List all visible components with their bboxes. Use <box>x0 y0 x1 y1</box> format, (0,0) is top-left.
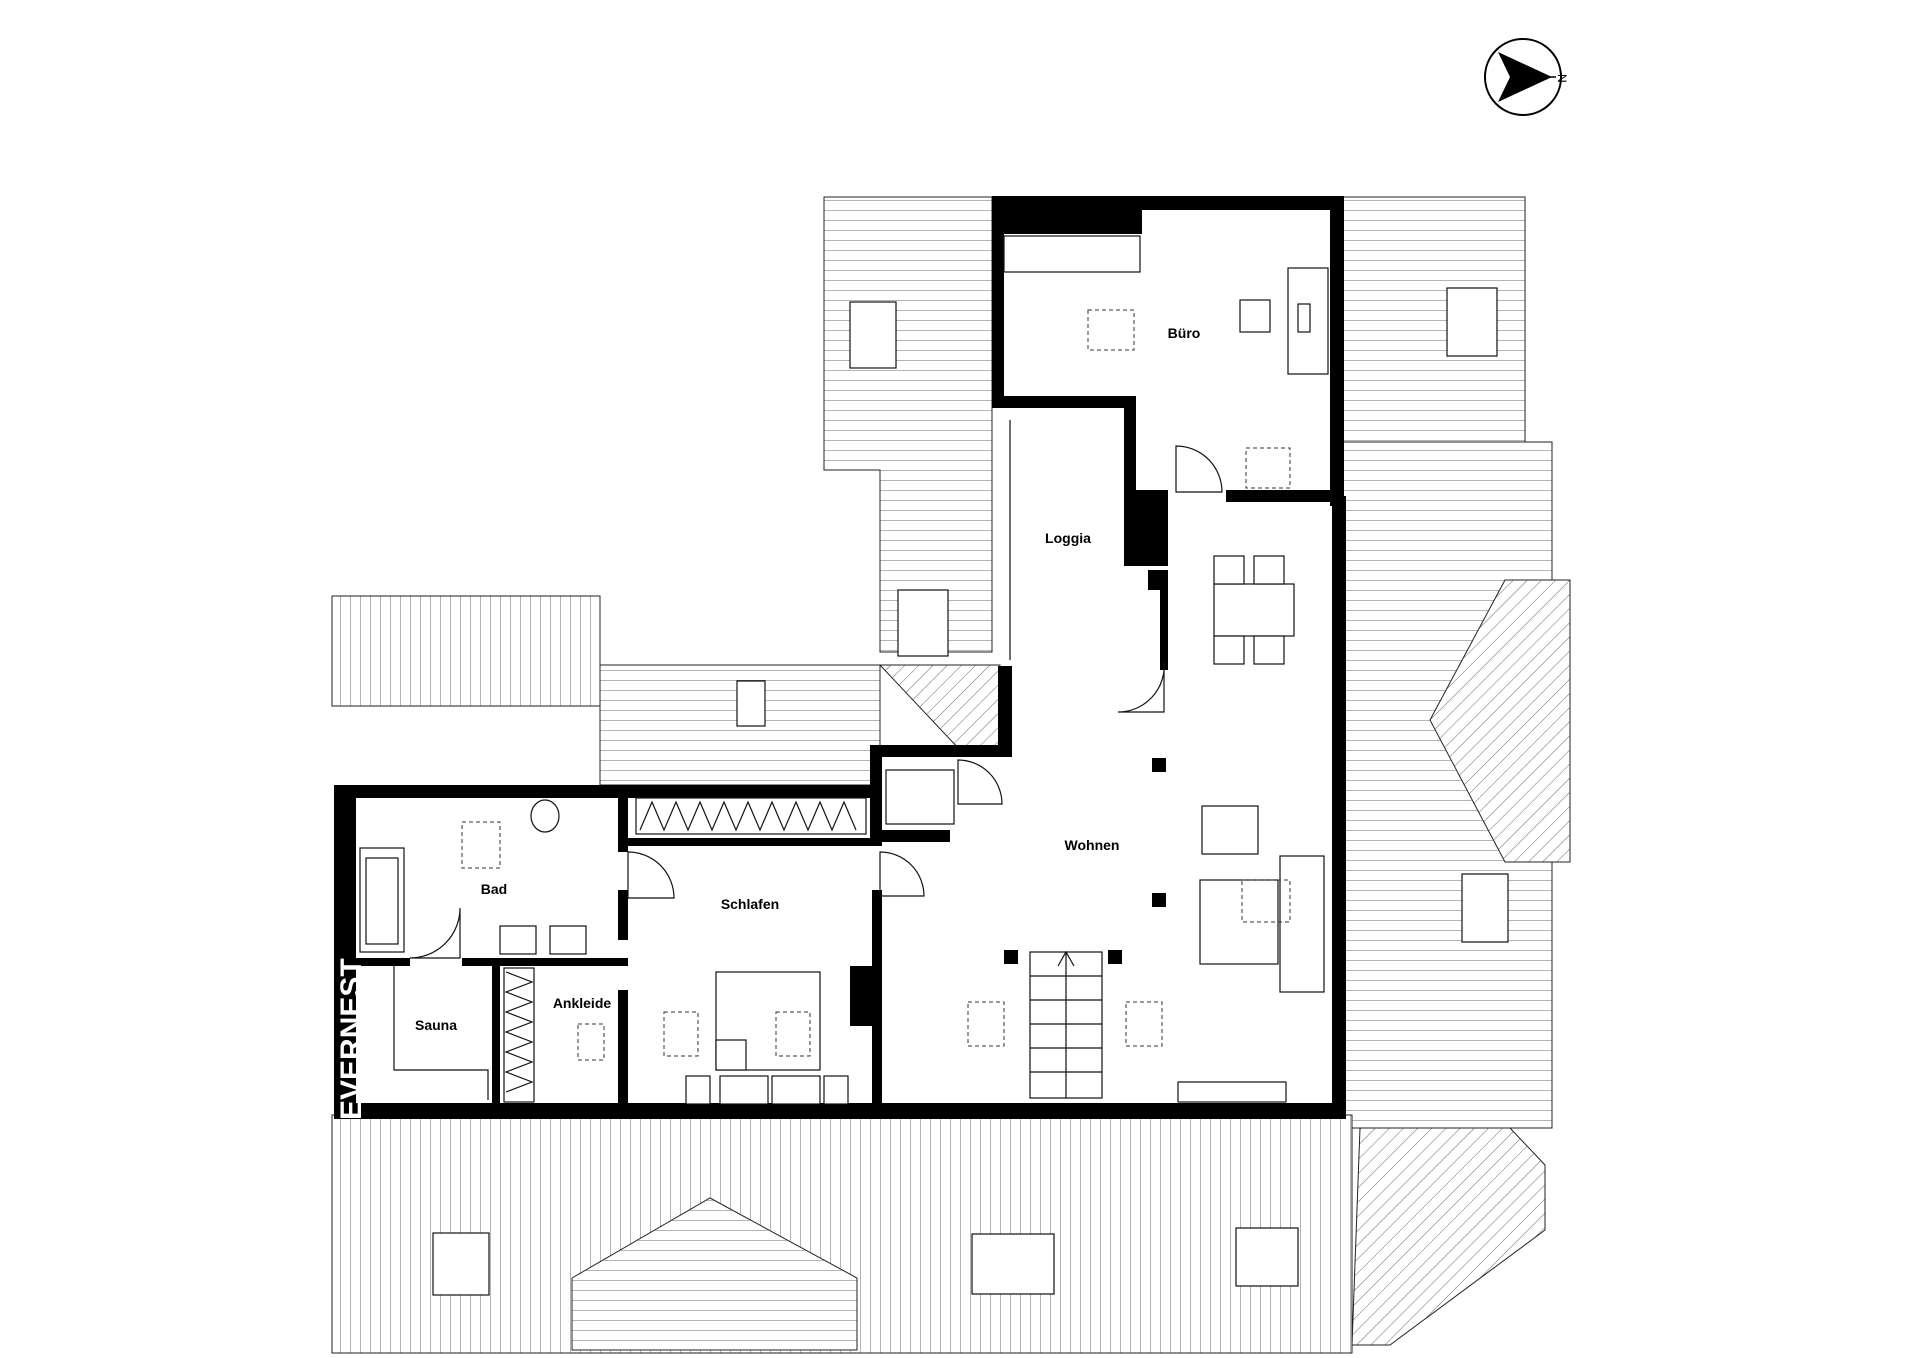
staircase <box>1029 950 1103 1099</box>
room-label-ankleide: Ankleide <box>553 995 612 1011</box>
walls <box>334 196 1346 1119</box>
room-label-loggia: Loggia <box>1045 530 1091 546</box>
brand-logo: EVERNEST <box>335 958 368 1120</box>
room-label-wohnen: Wohnen <box>1065 837 1120 853</box>
north-label: N <box>1555 74 1569 83</box>
room-labels: Büro Loggia Wohnen Bad Schlafen Ankleide… <box>415 325 1200 1033</box>
furniture <box>359 235 1329 1105</box>
room-label-sauna: Sauna <box>415 1017 457 1033</box>
room-label-schlafen: Schlafen <box>721 896 779 912</box>
north-arrow-icon: N <box>1484 38 1569 116</box>
doors <box>409 445 1223 959</box>
room-label-bad: Bad <box>481 881 507 897</box>
roof-surfaces <box>331 196 1571 1354</box>
room-label-buero: Büro <box>1168 325 1201 341</box>
